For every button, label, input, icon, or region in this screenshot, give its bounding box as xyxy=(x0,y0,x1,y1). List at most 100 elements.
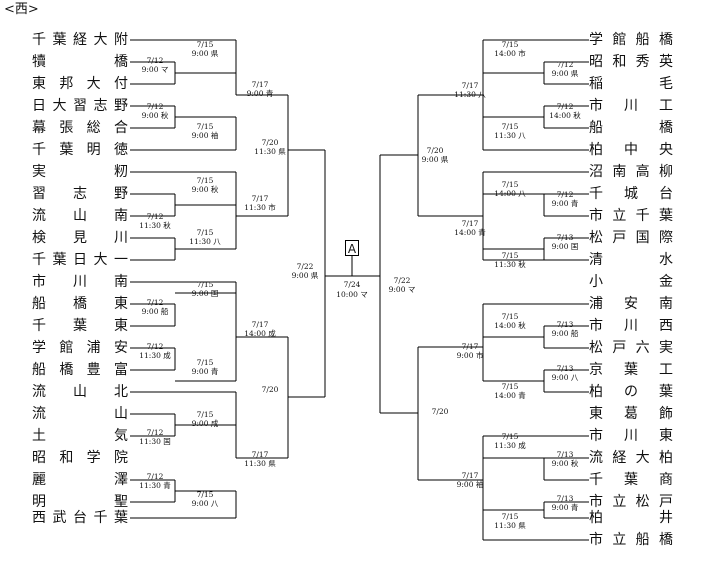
right-match-info-11: 9:00 県 xyxy=(422,155,449,164)
left-match-date-7: 7/12 xyxy=(147,212,164,221)
left-match-date-3: 7/12 xyxy=(147,102,164,111)
left-match-info-11: 9:00 国 xyxy=(192,289,219,298)
right-match-info-8: 9:00 国 xyxy=(552,242,579,251)
right-match-date-4: 7/15 xyxy=(502,122,519,131)
left-match-date-12: 7/12 xyxy=(147,298,164,307)
right-match-date-6: 7/15 xyxy=(502,180,519,189)
left-match-info-22: 9:00 県 xyxy=(292,271,319,280)
right-match-info-6: 14:00 八 xyxy=(494,189,526,198)
left-team-19: 土気 xyxy=(32,428,128,444)
right-match-date-15: 7/15 xyxy=(502,382,519,391)
left-team-2: 犢橋 xyxy=(32,54,128,70)
right-match-info-13: 9:00 船 xyxy=(552,328,579,338)
left-match-info-16: 9:00 成 xyxy=(192,418,219,428)
final-match-date: 7/24 xyxy=(344,280,361,289)
left-match-info-4: 9:00 袖 xyxy=(192,130,219,140)
region-heading: <西> xyxy=(4,2,39,17)
left-match-date-18: 7/12 xyxy=(147,472,164,481)
left-team-8: 習志野 xyxy=(32,186,128,202)
right-match-date-14: 7/13 xyxy=(557,364,574,373)
right-match-date-12: 7/15 xyxy=(502,312,519,321)
right-match-info-19: 9:00 青 xyxy=(552,502,579,512)
right-match-date-23: 7/22 xyxy=(394,276,411,285)
right-match-date-13: 7/13 xyxy=(557,320,574,329)
left-match-info-10: 11:30 県 xyxy=(254,147,286,156)
right-team-23: 柏井 xyxy=(589,510,673,526)
right-match-info-21: 9:00 袖 xyxy=(457,479,484,489)
right-team-21: 千葉商 xyxy=(589,472,673,488)
left-match-info-13: 11:30 成 xyxy=(139,350,171,360)
left-match-date-4: 7/15 xyxy=(197,122,214,131)
right-match-date-20: 7/15 xyxy=(502,512,519,521)
right-match-date-16: 7/17 xyxy=(462,342,479,351)
right-match-info-15: 14:00 青 xyxy=(494,390,526,400)
left-match-date-22: 7/22 xyxy=(297,262,314,271)
left-team-3: 東邦大付 xyxy=(32,76,128,92)
left-team-15: 学館浦安 xyxy=(32,340,128,356)
final-match-info: 10:00 マ xyxy=(336,290,368,299)
right-match-date-3: 7/12 xyxy=(557,102,574,111)
right-match-info-5: 11:30 八 xyxy=(454,90,486,99)
left-team-11: 千葉日大一 xyxy=(32,252,128,268)
right-team-1: 学館船橋 xyxy=(589,32,673,48)
right-match-date-18: 7/13 xyxy=(557,450,574,459)
right-team-17: 柏の葉 xyxy=(589,384,673,400)
left-team-22: 明聖 xyxy=(32,494,128,510)
left-match-date-16: 7/15 xyxy=(197,410,214,419)
left-match-info-9: 11:30 市 xyxy=(244,202,276,212)
left-team-14: 千葉東 xyxy=(32,318,128,334)
right-match-date-11: 7/20 xyxy=(427,146,444,155)
right-team-4: 市川工 xyxy=(589,98,673,114)
left-team-6: 千葉明徳 xyxy=(32,142,128,158)
left-match-info-8: 11:30 八 xyxy=(189,237,221,246)
right-team-18: 東葛飾 xyxy=(589,406,673,422)
left-match-date-8: 7/15 xyxy=(197,228,214,237)
right-team-2: 昭和秀英 xyxy=(589,54,673,70)
right-match-info-9: 11:30 秋 xyxy=(494,259,526,269)
left-match-date-10: 7/20 xyxy=(262,138,279,147)
left-match-date-6: 7/15 xyxy=(197,176,214,185)
left-team-20: 昭和学院 xyxy=(32,450,128,466)
right-match-info-12: 14:00 秋 xyxy=(494,320,526,330)
right-match-date-1: 7/15 xyxy=(502,40,519,49)
left-match-info-18: 11:30 青 xyxy=(139,480,171,490)
right-match-info-14: 9:00 八 xyxy=(552,373,579,382)
right-match-date-17: 7/15 xyxy=(502,432,519,441)
left-match-info-3: 9:00 秋 xyxy=(142,110,169,120)
right-team-8: 千城台 xyxy=(589,186,673,202)
right-match-date-7: 7/12 xyxy=(557,190,574,199)
right-team-15: 松戸六実 xyxy=(589,340,673,356)
left-match-info-7: 11:30 秋 xyxy=(139,220,171,230)
left-match-info-14: 9:00 青 xyxy=(192,366,219,376)
left-match-info-12: 9:00 船 xyxy=(142,306,169,316)
left-team-5: 幕張総合 xyxy=(32,120,128,136)
left-match-date-2: 7/12 xyxy=(147,56,164,65)
left-match-date-13: 7/12 xyxy=(147,342,164,351)
left-team-9: 流山南 xyxy=(32,208,128,224)
right-team-5: 船橋 xyxy=(589,120,673,136)
right-team-24: 市立船橋 xyxy=(589,532,673,548)
final-block-label: A xyxy=(345,240,359,256)
left-match-date-19: 7/15 xyxy=(197,490,214,499)
left-team-10: 検見川 xyxy=(32,230,128,246)
left-team-21: 麗澤 xyxy=(32,472,128,488)
left-team-18: 流山 xyxy=(32,406,128,422)
left-match-date-21: 7/20 xyxy=(262,385,279,394)
right-team-20: 流経大柏 xyxy=(589,450,673,466)
left-team-13: 船橋東 xyxy=(32,296,128,312)
right-match-date-9: 7/15 xyxy=(502,251,519,260)
left-match-date-15: 7/17 xyxy=(252,320,269,329)
right-team-11: 清水 xyxy=(589,252,673,268)
left-match-info-5: 9:00 青 xyxy=(247,88,274,98)
right-team-6: 柏中央 xyxy=(589,142,673,158)
right-match-info-18: 9:00 秋 xyxy=(552,458,579,468)
right-match-info-1: 14:00 市 xyxy=(494,48,526,58)
right-match-info-20: 11:30 県 xyxy=(494,521,526,530)
right-team-13: 浦安南 xyxy=(589,296,673,312)
right-match-date-19: 7/13 xyxy=(557,494,574,503)
right-team-10: 松戸国際 xyxy=(589,230,673,246)
left-match-info-2: 9:00 マ xyxy=(142,65,169,74)
left-team-12: 市川南 xyxy=(32,274,128,290)
left-match-date-20: 7/17 xyxy=(252,450,269,459)
